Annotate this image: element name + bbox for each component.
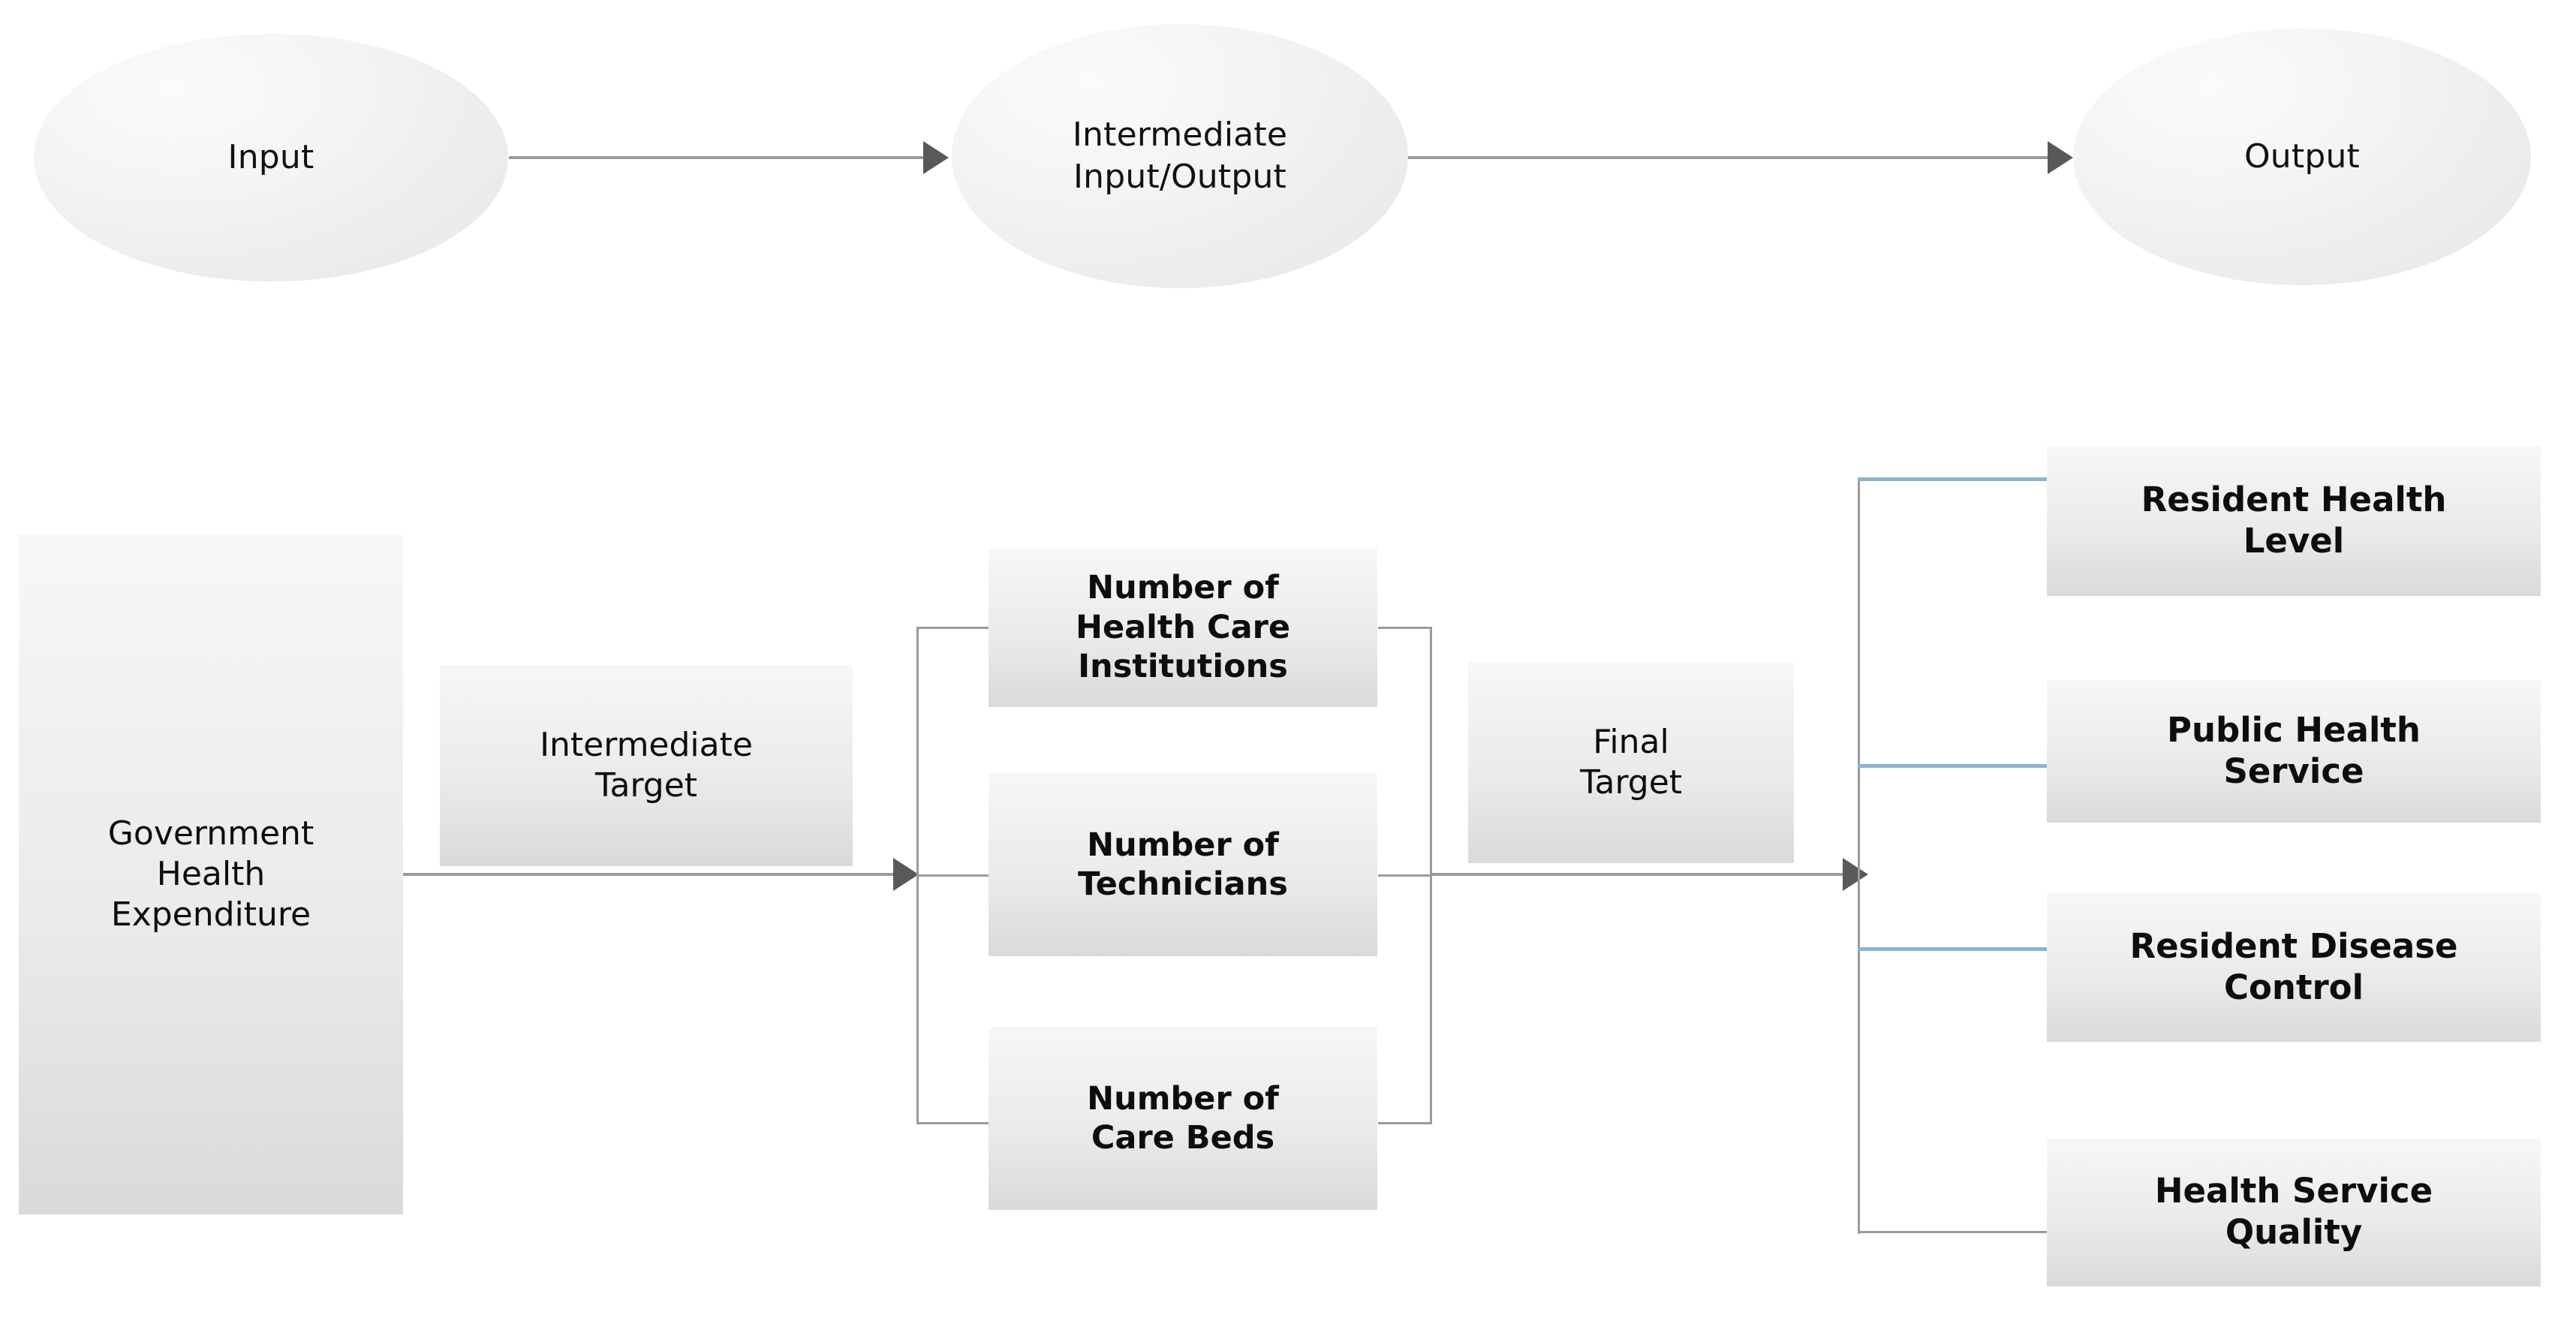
legend-connector-1-line bbox=[509, 156, 929, 159]
legend-node-intermediate-label: Intermediate Input/Output bbox=[1072, 115, 1288, 196]
node-number-of-health-care-institutions: Number of Health Care Institutions bbox=[989, 548, 1377, 707]
output-bracket-branch-2 bbox=[1858, 764, 2047, 768]
output-bracket-branch-3 bbox=[1858, 947, 2047, 951]
node-final-target: Final Target bbox=[1468, 662, 1794, 863]
node-resident-health-level: Resident Health Level bbox=[2047, 446, 2541, 596]
legend-connector-1-arrowhead bbox=[923, 141, 949, 174]
node-intermediate-target: Intermediate Target bbox=[440, 665, 853, 866]
legend-node-output-label: Output bbox=[2243, 137, 2361, 176]
node-health-service-quality-label: Health Service Quality bbox=[2154, 1171, 2433, 1252]
node-number-of-technicians: Number of Technicians bbox=[989, 773, 1377, 956]
legend-connector-2-line bbox=[1408, 156, 2054, 159]
legend-node-input-label: Input bbox=[227, 137, 314, 176]
node-government-health-expenditure-label: Government Health Expenditure bbox=[107, 814, 314, 934]
legend-node-intermediate: Intermediate Input/Output bbox=[952, 24, 1408, 288]
flow-arrow-2-arrowhead bbox=[1843, 858, 1868, 891]
output-bracket-spine bbox=[1858, 477, 1860, 1234]
output-bracket-branch-1 bbox=[1858, 477, 2047, 481]
node-number-of-care-beds-label: Number of Care Beds bbox=[1087, 1079, 1279, 1157]
node-intermediate-target-label: Intermediate Target bbox=[540, 726, 753, 805]
intermediate-bracket-right-branch-3 bbox=[1378, 1122, 1432, 1124]
intermediate-bracket-left-branch-3 bbox=[916, 1122, 989, 1124]
node-resident-disease-control: Resident Disease Control bbox=[2047, 893, 2541, 1042]
flow-arrow-1-arrowhead bbox=[893, 858, 919, 891]
node-resident-disease-control-label: Resident Disease Control bbox=[2129, 926, 2458, 1007]
intermediate-bracket-left-branch-1 bbox=[916, 627, 989, 629]
node-number-of-care-beds: Number of Care Beds bbox=[989, 1027, 1377, 1210]
intermediate-bracket-right-branch-1 bbox=[1378, 627, 1432, 629]
flow-arrow-2-line bbox=[1430, 873, 1858, 876]
flow-arrow-1-line bbox=[403, 873, 898, 876]
intermediate-bracket-left-branch-2 bbox=[916, 874, 989, 877]
intermediate-bracket-right-branch-2 bbox=[1378, 874, 1432, 877]
node-health-service-quality: Health Service Quality bbox=[2047, 1138, 2541, 1286]
node-final-target-label: Final Target bbox=[1579, 723, 1683, 802]
node-number-of-health-care-institutions-label: Number of Health Care Institutions bbox=[1076, 569, 1290, 686]
legend-node-input: Input bbox=[34, 34, 508, 281]
node-public-health-service-label: Public Health Service bbox=[2167, 710, 2421, 791]
node-resident-health-level-label: Resident Health Level bbox=[2141, 480, 2447, 561]
node-public-health-service: Public Health Service bbox=[2047, 680, 2541, 823]
output-bracket-branch-4 bbox=[1858, 1231, 2047, 1233]
node-number-of-technicians-label: Number of Technicians bbox=[1078, 826, 1288, 903]
node-government-health-expenditure: Government Health Expenditure bbox=[19, 534, 403, 1214]
legend-connector-2-arrowhead bbox=[2048, 141, 2073, 174]
legend-node-output: Output bbox=[2073, 29, 2531, 285]
